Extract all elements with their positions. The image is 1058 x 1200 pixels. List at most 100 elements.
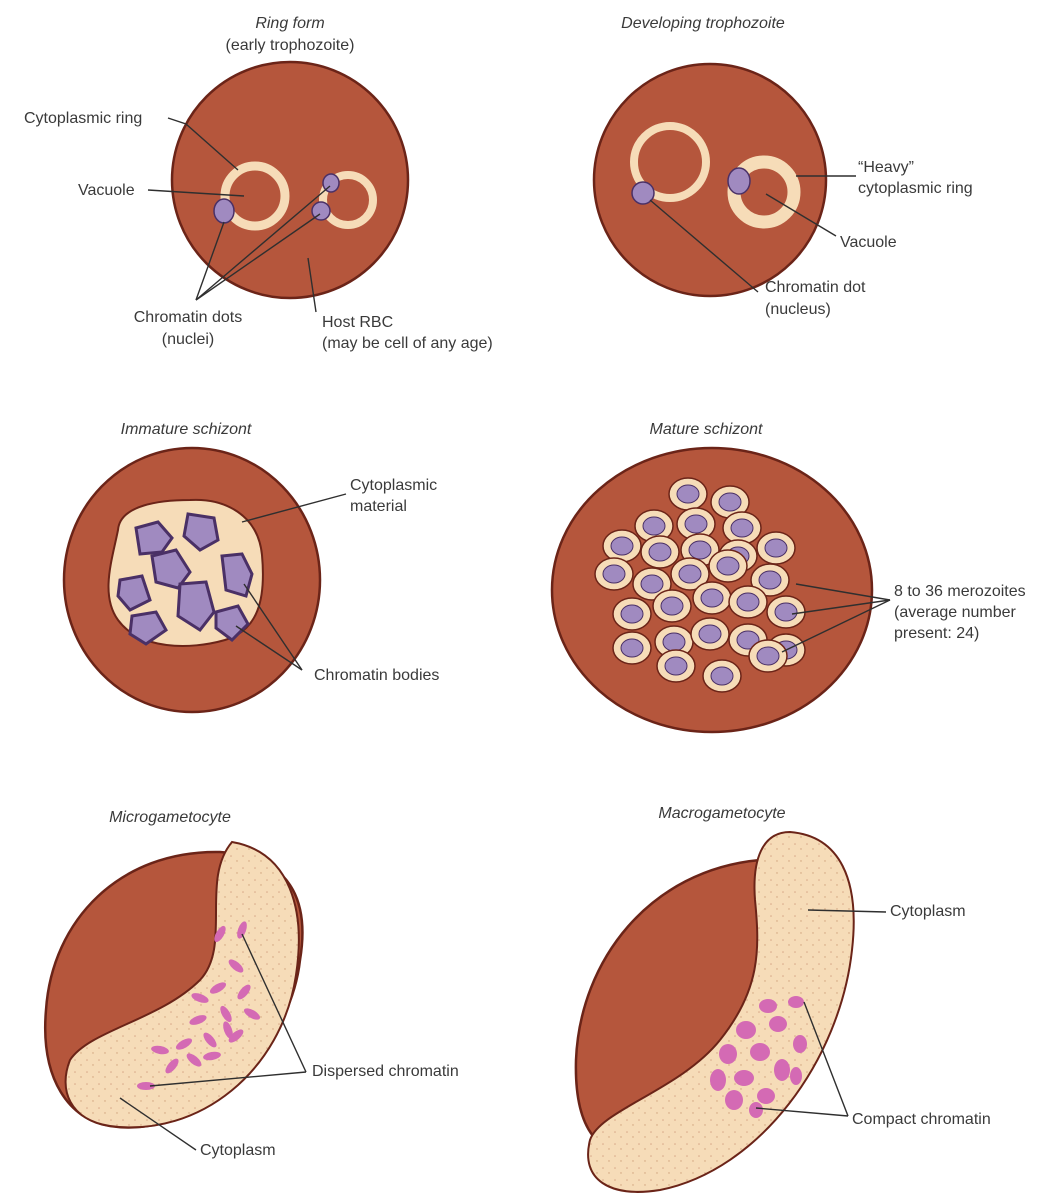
compact-chromatin [710,996,807,1118]
label-merozoites-average: (average number [894,604,1017,621]
chromatin-body [128,610,168,646]
merozoite-nucleus [642,516,666,536]
microgametocyte-title: Microgametocyte [109,809,231,826]
leader-line [307,257,317,313]
merozoite-nucleus [756,646,780,666]
chromatin-fragment [189,1015,207,1025]
chromatin-fragment [223,1021,233,1039]
panel-microgametocyte: Microgametocyte Dispersed chromatin Cyto… [43,809,459,1159]
chromatin-body [182,512,220,552]
host-rbc-ring-form [170,60,410,300]
chromatin-fragment [237,984,251,1000]
chromatin-fragment [228,1029,244,1043]
chromatin-fragment [220,1005,232,1023]
merozoite-nucleus [764,538,788,558]
chromatin-clump [769,1016,787,1032]
mature-schizont-title: Mature schizont [650,421,763,438]
merozoite-nucleus [620,638,644,658]
leader-line [795,583,891,601]
label-chromatin-dot: Chromatin dot [765,279,866,296]
leader-line [147,189,245,197]
chromatin-body [134,520,174,556]
cytoplasmic-ring-right [319,171,377,229]
leader-line [791,599,891,615]
leader-line [149,1071,307,1087]
merozoite-nucleus [758,570,782,590]
merozoite-nucleus [736,592,760,612]
chromatin-fragment [165,1058,179,1074]
chromatin-dot [727,167,751,195]
chromatin-clump [774,1059,790,1081]
cytoplasmic-ring-left [220,161,290,231]
leader-line [807,909,887,913]
chromatin-clump [750,1043,770,1061]
panel-ring-form: Ring form (early trophozoite) Cytoplasmi… [24,15,493,352]
cytoplasm-macrogametocyte [587,830,855,1193]
leader-line [781,599,891,653]
chromatin-fragment [209,982,227,994]
leader-line [241,933,307,1073]
label-chromatin-dots: Chromatin dots [134,309,243,326]
chromatin-fragment [214,925,226,943]
chromatin-clump [725,1090,743,1110]
chromatin-fragment [137,1082,155,1090]
label-vacuole: Vacuole [840,234,897,251]
chromatin-clump [736,1021,756,1039]
chromatin-body [116,574,152,612]
merozoite-nucleus [718,492,742,512]
label-host-rbc: Host RBC [322,314,393,331]
merozoite-nucleus [684,514,708,534]
merozoite-nucleus [710,666,734,686]
chromatin-fragment [243,1008,261,1020]
panel-immature-schizont: Immature schizont Cytoplasmic material C… [62,421,439,714]
chromatin-clump [759,999,777,1013]
chromatin-dot [631,181,655,205]
merozoites [594,477,806,693]
ring-form-subtitle: (early trophozoite) [226,37,355,54]
merozoite-nucleus [700,588,724,608]
leader-line [755,1107,849,1117]
label-merozoites-present: present: 24) [894,625,979,642]
chromatin-fragment [237,921,247,939]
immature-schizont-title: Immature schizont [121,421,252,438]
chromatin-clump [719,1044,737,1064]
chromatin-clump [710,1069,726,1091]
merozoite-nucleus [640,574,664,594]
merozoite-nucleus [610,536,634,556]
chromatin-body [214,604,250,642]
label-host-rbc-sub: (may be cell of any age) [322,335,493,352]
label-merozoites: 8 to 36 merozoites [894,583,1026,600]
merozoite-nucleus [664,656,688,676]
merozoite-nucleus [676,484,700,504]
label-nucleus: (nucleus) [765,301,831,318]
leader-line [235,625,303,671]
merozoite-nucleus [688,540,712,560]
chromatin-fragment [191,993,209,1003]
cytoplasm-microgametocyte [64,840,300,1129]
leader-line [803,1001,849,1117]
chromatin-dot [311,201,331,221]
label-compact-chromatin: Compact chromatin [852,1111,991,1128]
merozoite-nucleus [662,632,686,652]
chromatin-clump [788,996,804,1008]
chromatin-clump [790,1067,802,1085]
label-cytoplasm: Cytoplasm [200,1142,276,1159]
panel-mature-schizont: Mature schizont 8 to 36 merozoites (aver… [550,421,1026,734]
merozoite-nucleus [620,604,644,624]
chromatin-body [176,580,216,632]
cytoplasmic-ring [630,122,710,202]
label-cytoplasmic-ring: Cytoplasmic ring [24,110,142,127]
label-material: material [350,498,407,515]
label-chromatin-bodies: Chromatin bodies [314,667,439,684]
chromatin-clump [793,1035,807,1053]
panel-macrogametocyte: Macrogametocyte Cytoplasm Compact chroma… [574,805,991,1193]
merozoite-nucleus [716,556,740,576]
chromatin-fragment [175,1038,193,1050]
merozoite-nucleus [698,624,722,644]
label-heavy-ring: cytoplasmic ring [858,180,973,197]
leader-line [195,213,321,301]
leader-line [119,1097,197,1151]
merozoite-nucleus [678,564,702,584]
chromatin-fragment [151,1045,169,1055]
